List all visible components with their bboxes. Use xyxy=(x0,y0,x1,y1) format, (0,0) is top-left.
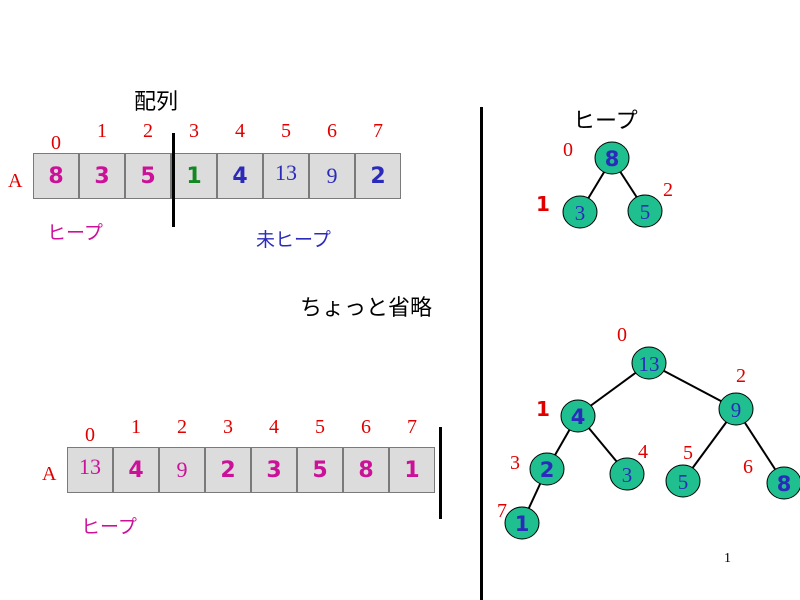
tree-node: 1 xyxy=(504,506,540,540)
array-index: 0 xyxy=(85,424,95,446)
tree-node: 2 xyxy=(529,452,565,486)
tree-node: 9 xyxy=(718,392,754,426)
bottom-array-indices: 0 1 2 3 4 5 6 7 xyxy=(67,416,435,447)
tree-node: 3 xyxy=(609,457,645,491)
array-row-label: A xyxy=(8,170,23,192)
array-cell: 5 xyxy=(125,153,171,199)
heap-tree-title: ヒープ xyxy=(573,109,638,134)
array-index: 7 xyxy=(373,120,383,142)
node-value: 8 xyxy=(777,472,792,496)
section-divider xyxy=(480,107,483,600)
node-index: 2 xyxy=(663,179,673,201)
array-index: 4 xyxy=(269,416,279,438)
array-index: 1 xyxy=(131,416,141,438)
node-index: 2 xyxy=(736,365,746,387)
tree-node: 3 xyxy=(562,195,598,229)
tree-node: 13 xyxy=(631,346,667,380)
array-index: 1 xyxy=(97,120,107,142)
array-cell: 9 xyxy=(309,153,355,199)
tree-node: 5 xyxy=(665,464,701,498)
array-index: 4 xyxy=(235,120,245,142)
array-index: 5 xyxy=(281,120,291,142)
array-cell: 8 xyxy=(33,153,79,199)
node-index: 3 xyxy=(510,452,520,474)
array-cell: 3 xyxy=(251,447,297,493)
array-index: 3 xyxy=(189,120,199,142)
node-index: 5 xyxy=(683,442,693,464)
node-value: 1 xyxy=(515,512,530,536)
node-value: 8 xyxy=(605,147,620,171)
array-cell: 1 xyxy=(171,153,217,199)
unheap-label: 未ヒープ xyxy=(256,229,331,251)
page-number: 1 xyxy=(724,551,731,566)
node-value: 9 xyxy=(731,398,742,422)
node-value: 5 xyxy=(640,200,651,224)
array-cell: 1 xyxy=(389,447,435,493)
node-index: 1 xyxy=(536,397,550,421)
array-index: 7 xyxy=(407,416,417,438)
node-value: 3 xyxy=(622,463,633,487)
node-value: 5 xyxy=(678,470,689,494)
array-cell: 4 xyxy=(217,153,263,199)
tree-node: 8 xyxy=(594,141,630,175)
node-index: 1 xyxy=(536,192,550,216)
array-title: 配列 xyxy=(134,90,179,115)
array-index: 6 xyxy=(361,416,371,438)
tree-node: 5 xyxy=(627,194,663,228)
array-index: 3 xyxy=(223,416,233,438)
array-cell: 5 xyxy=(297,447,343,493)
node-index: 6 xyxy=(743,456,753,478)
node-index: 0 xyxy=(617,324,627,346)
node-value: 4 xyxy=(571,405,586,429)
array-cell: 8 xyxy=(343,447,389,493)
node-index: 0 xyxy=(563,139,573,161)
heap-label: ヒープ xyxy=(47,222,103,244)
bottom-array: 13 4 9 2 3 5 8 1 xyxy=(67,447,435,493)
array-index: 2 xyxy=(177,416,187,438)
array-cell: 2 xyxy=(355,153,401,199)
node-index: 7 xyxy=(497,500,507,522)
tree-node: 8 xyxy=(766,466,800,500)
top-array-indices: 0 1 2 3 4 5 6 7 xyxy=(33,120,401,155)
heap-label: ヒープ xyxy=(81,516,137,538)
array-index: 2 xyxy=(143,120,153,142)
array-cell: 13 xyxy=(263,153,309,199)
omitted-note: ちょっと省略 xyxy=(300,296,433,321)
array-cell: 2 xyxy=(205,447,251,493)
node-value: 2 xyxy=(540,458,555,482)
array-index: 5 xyxy=(315,416,325,438)
array-cell: 13 xyxy=(67,447,113,493)
array-cell: 9 xyxy=(159,447,205,493)
array-cell: 4 xyxy=(113,447,159,493)
heap-boundary-line xyxy=(172,133,175,227)
array-index: 6 xyxy=(327,120,337,142)
node-value: 3 xyxy=(575,201,586,225)
array-cell: 3 xyxy=(79,153,125,199)
heap-boundary-line xyxy=(439,427,442,519)
top-array: 8 3 5 1 4 13 9 2 xyxy=(33,153,401,199)
node-index: 4 xyxy=(638,441,648,463)
node-value: 13 xyxy=(639,352,660,376)
array-row-label: A xyxy=(42,463,57,485)
tree-node: 4 xyxy=(560,399,596,433)
array-index: 0 xyxy=(51,132,61,154)
